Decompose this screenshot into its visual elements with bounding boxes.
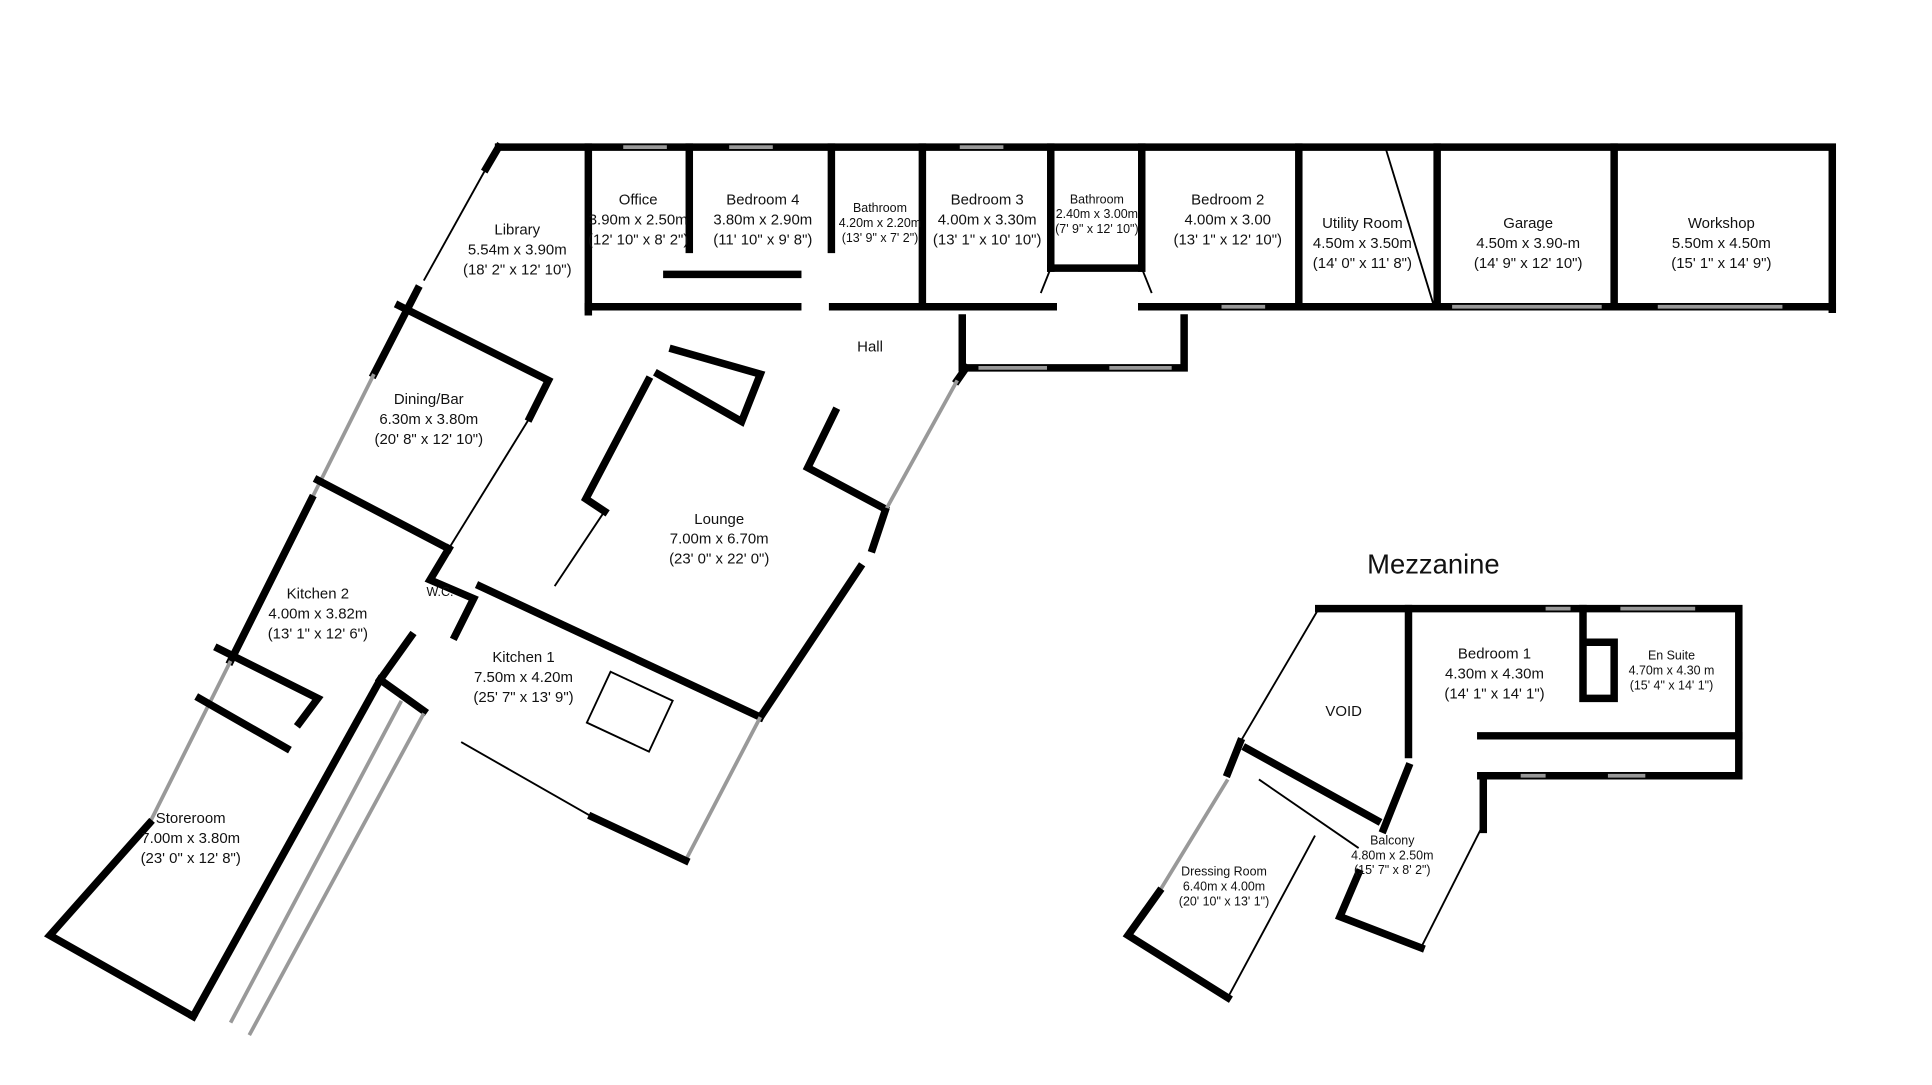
room-metric: 7.50m x 4.20m [474,669,573,686]
room-name: Dressing Room [1181,864,1267,878]
room-metric: 4.20m x 2.20m [839,216,921,230]
room-metric: 4.50m x 3.90-m [1476,235,1580,252]
room-label: Office 3.90m x 2.50m (12' 10" x 8' 2") [588,192,688,249]
room-metric: 4.80m x 2.50m [1351,848,1433,862]
room-label: Garage 4.50m x 3.90-m (14' 9" x 12' 10") [1474,215,1583,272]
room-imperial: (18' 2" x 12' 10") [463,261,572,278]
room-name: Storeroom [156,810,226,827]
room-name: Office [619,192,658,209]
room-imperial: (12' 10" x 8' 2") [588,231,688,248]
room-metric: 7.00m x 6.70m [670,531,769,548]
room-label: VOID [1325,703,1362,720]
room-metric: 4.00m x 3.30m [938,211,1037,228]
room-label: Workshop 5.50m x 4.50m (15' 1" x 14' 9") [1671,215,1771,272]
room-name: Bedroom 4 [726,192,799,209]
room-name: Library [494,221,540,238]
room-metric: 7.00m x 3.80m [141,830,240,847]
room-name: Bathroom [853,201,907,215]
room-imperial: (13' 9" x 7' 2") [842,231,919,245]
room-label: Kitchen 2 4.00m x 3.82m (13' 1" x 12' 6") [268,586,368,643]
room-name: Hall [857,339,883,356]
room-imperial: (14' 9" x 12' 10") [1474,255,1583,272]
room-metric: 4.70m x 4.30 m [1629,664,1715,678]
room-metric: 5.54m x 3.90m [468,241,567,258]
room-labels: Library 5.54m x 3.90m (18' 2" x 12' 10") Of… [141,192,1772,909]
room-imperial: (25' 7" x 13' 9") [473,689,573,706]
mezzanine-walls [1122,604,1743,1003]
ground-floor-walls [43,142,1837,1037]
room-imperial: (14' 0" x 11' 8") [1313,255,1412,272]
room-imperial: (7' 9" x 12' 10") [1055,222,1138,236]
room-imperial: (14' 1" x 14' 1") [1444,685,1544,702]
room-label: Bedroom 2 4.00m x 3.00 (13' 1" x 12' 10") [1173,192,1282,249]
room-name: Kitchen 1 [492,649,554,666]
room-imperial: (23' 0" x 12' 8") [141,850,241,867]
room-imperial: (15' 7" x 8' 2") [1354,863,1431,877]
room-name: En Suite [1648,649,1695,663]
room-metric: 4.00m x 3.82m [268,606,367,623]
room-label: Bedroom 1 4.30m x 4.30m (14' 1" x 14' 1") [1444,645,1544,702]
room-imperial: (20' 10" x 13' 1") [1179,894,1269,908]
room-name: Garage [1503,215,1553,232]
room-label: Bedroom 3 4.00m x 3.30m (13' 1" x 10' 10") [933,192,1042,249]
room-name: Bathroom [1070,192,1124,206]
room-imperial: (13' 1" x 10' 10") [933,231,1042,248]
room-metric: 3.90m x 2.50m [589,211,688,228]
mezzanine-title: Mezzanine [1367,549,1500,580]
room-name: Lounge [694,511,744,528]
room-label: Lounge 7.00m x 6.70m (23' 0" x 22' 0") [669,511,769,568]
room-imperial: (13' 1" x 12' 10") [1173,231,1282,248]
room-metric: 4.50m x 3.50m [1313,235,1412,252]
room-label: W.C. [427,585,454,599]
room-name: W.C. [427,585,454,599]
room-imperial: (20' 8" x 12' 10") [374,431,483,448]
room-metric: 5.50m x 4.50m [1672,235,1771,252]
room-metric: 4.00m x 3.00 [1185,211,1271,228]
room-name: Workshop [1688,215,1755,232]
room-imperial: (15' 1" x 14' 9") [1671,255,1771,272]
room-label: Storeroom 7.00m x 3.80m (23' 0" x 12' 8") [141,810,241,867]
room-label: Dining/Bar 6.30m x 3.80m (20' 8" x 12' 10"… [374,391,483,448]
room-name: Bedroom 3 [951,192,1024,209]
room-imperial: (11' 10" x 9' 8") [713,231,812,248]
room-imperial: (15' 4" x 14' 1") [1630,679,1713,693]
room-metric: 6.40m x 4.00m [1183,879,1265,893]
room-label: Hall [857,339,883,356]
room-imperial: (23' 0" x 22' 0") [669,551,769,568]
room-name: Dining/Bar [394,391,464,408]
room-label: Kitchen 1 7.50m x 4.20m (25' 7" x 13' 9") [473,649,573,706]
room-label: Library 5.54m x 3.90m (18' 2" x 12' 10") [463,221,572,278]
room-label: Utility Room 4.50m x 3.50m (14' 0" x 11' 8… [1313,215,1412,272]
room-metric: 2.40m x 3.00m [1056,207,1138,221]
room-name: Bedroom 1 [1458,645,1531,662]
room-imperial: (13' 1" x 12' 6") [268,626,368,643]
room-name: Kitchen 2 [287,586,349,603]
room-name: VOID [1325,703,1362,720]
room-label: Bedroom 4 3.80m x 2.90m (11' 10" x 9' 8") [713,192,812,249]
room-metric: 3.80m x 2.90m [713,211,812,228]
room-name: Balcony [1370,833,1415,847]
room-metric: 4.30m x 4.30m [1445,665,1544,682]
room-metric: 6.30m x 3.80m [379,411,478,428]
room-name: Utility Room [1322,215,1403,232]
room-name: Bedroom 2 [1191,192,1264,209]
